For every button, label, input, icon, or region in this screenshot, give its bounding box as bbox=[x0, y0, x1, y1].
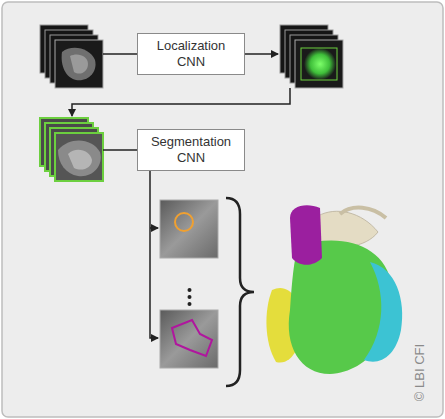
ellipsis-dot bbox=[188, 302, 192, 306]
heart-model bbox=[266, 205, 402, 374]
ventricle bbox=[364, 262, 402, 362]
contour bbox=[175, 213, 193, 231]
box-label: Localization CNN bbox=[157, 38, 226, 70]
process-box: Segmentation CNN bbox=[137, 129, 245, 171]
flow-arrow bbox=[150, 170, 158, 338]
image-slice bbox=[55, 133, 103, 181]
vessel bbox=[340, 208, 386, 218]
flow-line bbox=[103, 149, 137, 151]
ellipsis-dot bbox=[188, 295, 192, 299]
heart-scan bbox=[68, 150, 92, 170]
brace bbox=[226, 198, 254, 386]
box-label: Segmentation CNN bbox=[151, 134, 231, 166]
process-box: Localization CNN bbox=[137, 33, 245, 75]
aorta bbox=[290, 205, 322, 265]
heart-scan bbox=[58, 140, 101, 176]
segmentation-slice bbox=[160, 310, 218, 368]
image-slice bbox=[55, 40, 103, 88]
flow-arrow bbox=[150, 227, 158, 229]
heart-scan bbox=[62, 48, 96, 80]
image-slice bbox=[295, 40, 343, 88]
bounding-box bbox=[301, 48, 337, 80]
image-stack bbox=[280, 25, 343, 88]
flow-arrow bbox=[245, 53, 278, 55]
contour bbox=[172, 320, 212, 356]
image-stack bbox=[40, 25, 103, 88]
flow-line bbox=[103, 53, 137, 55]
copyright-note: © LBI CFI bbox=[412, 343, 427, 400]
heart-scan bbox=[70, 54, 88, 73]
flow-arrow bbox=[72, 88, 290, 116]
ellipsis-dot bbox=[188, 288, 192, 292]
image-stack bbox=[40, 118, 103, 181]
localization-blob bbox=[304, 48, 336, 80]
segmentation-slice bbox=[160, 200, 218, 258]
